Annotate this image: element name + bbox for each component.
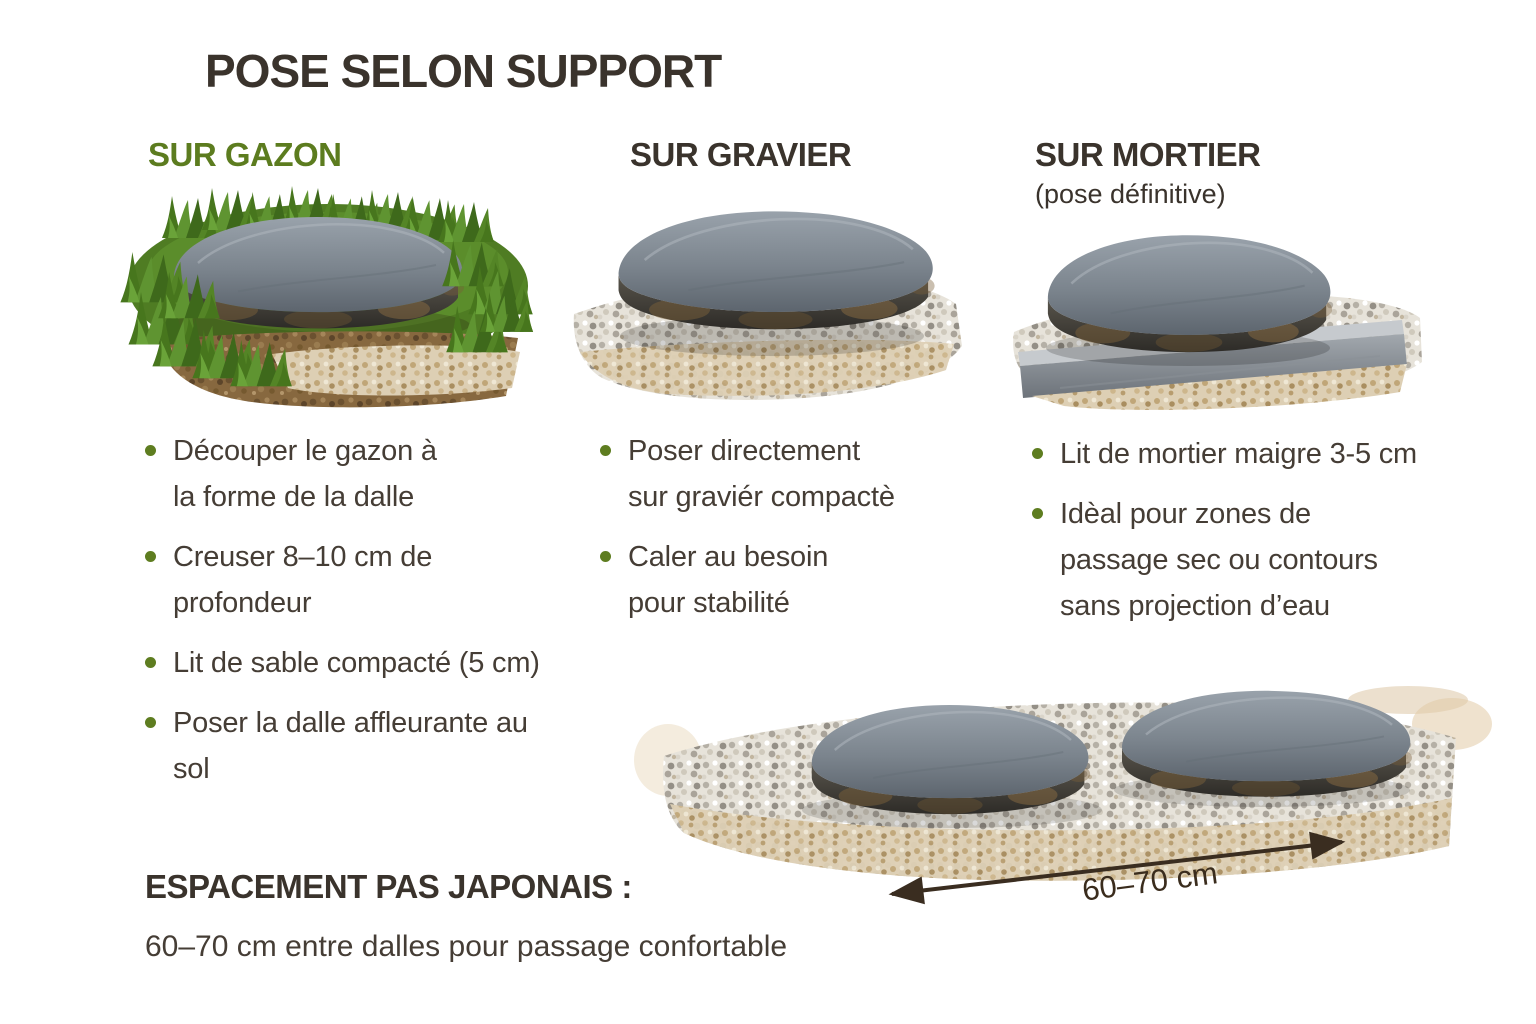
list-item: Lit de sable compacté (5 cm) — [145, 640, 565, 686]
spacing-arrow — [888, 831, 1346, 905]
list-item: Poser la dalle affleurante au sol — [145, 700, 565, 792]
list-item: Poser directement sur graviér compactè — [600, 428, 980, 520]
subheading-pose-definitive: (pose définitive) — [1035, 179, 1226, 209]
spacing-illustration — [634, 686, 1492, 905]
gazon-illustration — [120, 186, 534, 408]
bullet-text: Idèal pour zones de passage sec ou conto… — [1060, 498, 1378, 622]
list-item: Idèal pour zones de passage sec ou conto… — [1032, 491, 1482, 629]
bullet-dot-icon — [145, 717, 156, 728]
mortier-bullet-list: Lit de mortier maigre 3-5 cm Idèal pour … — [1032, 431, 1482, 643]
bullet-text: Découper le gazon à la forme de la dalle — [173, 435, 437, 513]
bullet-dot-icon — [145, 657, 156, 668]
list-item: Creuser 8–10 cm de profondeur — [145, 534, 565, 626]
bullet-dot-icon — [600, 551, 611, 562]
list-item: Lit de mortier maigre 3-5 cm — [1032, 431, 1482, 477]
heading-sur-gazon: SUR GAZON — [148, 136, 342, 173]
bullet-dot-icon — [1032, 508, 1043, 519]
bullet-text: Lit de mortier maigre 3-5 cm — [1060, 438, 1418, 470]
footer-heading: ESPACEMENT PAS JAPONAIS : — [145, 868, 632, 905]
list-item: Découper le gazon à la forme de la dalle — [145, 428, 565, 520]
bullet-text: Lit de sable compacté (5 cm) — [173, 647, 540, 679]
bullet-text: Poser la dalle affleurante au sol — [173, 707, 528, 785]
gravier-bullet-list: Poser directement sur graviér compactè C… — [600, 428, 980, 640]
bullet-dot-icon — [1032, 448, 1043, 459]
footer-text: 60–70 cm entre dalles pour passage confo… — [145, 930, 788, 963]
heading-sur-mortier: SUR MORTIER — [1035, 136, 1261, 173]
bullet-dot-icon — [145, 445, 156, 456]
bullet-text: Poser directement sur graviér compactè — [628, 435, 895, 513]
gazon-bullet-list: Découper le gazon à la forme de la dalle… — [145, 428, 565, 806]
page-title: POSE SELON SUPPORT — [205, 45, 722, 97]
bullet-text: Creuser 8–10 cm de profondeur — [173, 541, 433, 619]
gravier-illustration — [573, 209, 962, 400]
mortier-illustration — [1013, 233, 1422, 410]
bullet-dot-icon — [145, 551, 156, 562]
bullet-dot-icon — [600, 445, 611, 456]
list-item: Caler au besoin pour stabilité — [600, 534, 980, 626]
heading-sur-gravier: SUR GRAVIER — [630, 136, 852, 173]
bullet-text: Caler au besoin pour stabilité — [628, 541, 829, 619]
